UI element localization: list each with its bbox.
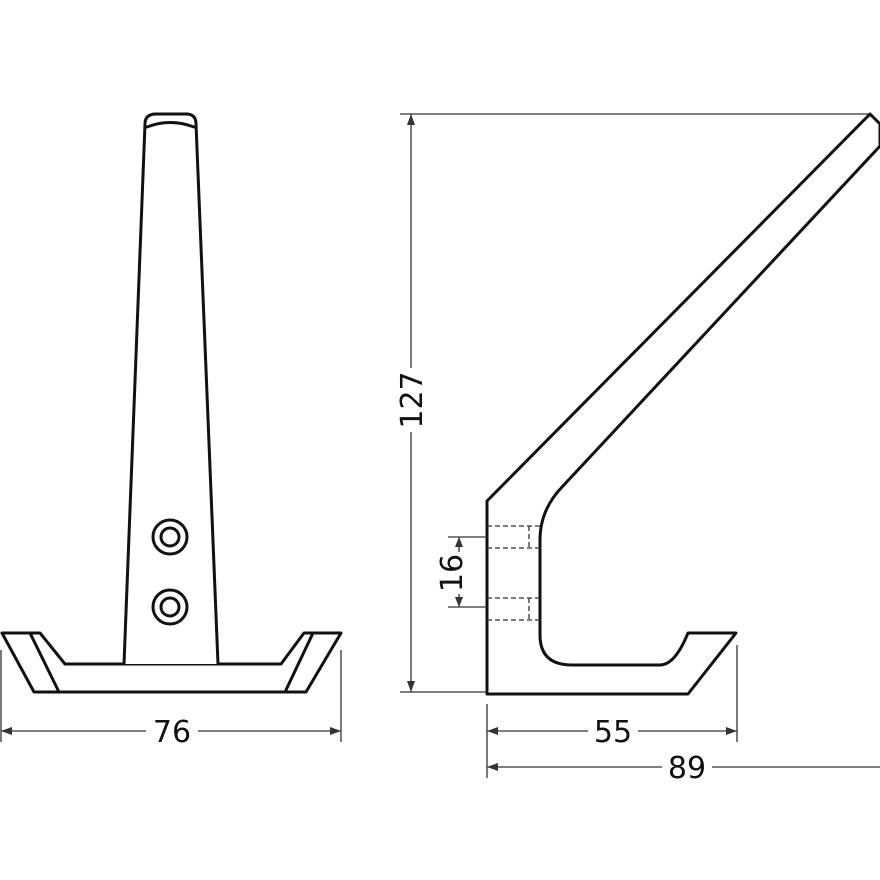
dimension-hole-spacing: 16 <box>435 536 487 608</box>
side-view-hook-profile <box>485 112 880 696</box>
front-view-right-prong-inner <box>284 631 315 692</box>
front-width-label: 76 <box>153 715 191 750</box>
hook-depth-label: 55 <box>594 715 632 750</box>
front-view-stem <box>122 112 220 666</box>
side-view <box>485 112 880 696</box>
front-view-stem-top-cap <box>145 121 196 129</box>
screw-hole-upper <box>151 518 189 556</box>
dimension-hook-depth: 55 <box>486 645 738 750</box>
front-view-base <box>0 631 343 694</box>
screw-hole-lower <box>151 588 189 626</box>
overall-depth-label: 89 <box>668 751 706 786</box>
front-view-left-prong-inner <box>28 631 60 692</box>
overall-height-label: 127 <box>395 371 430 428</box>
hidden-screw-hole-lower <box>487 597 540 621</box>
dimension-overall-depth: 89 <box>486 742 880 786</box>
front-view <box>0 112 343 694</box>
dimension-overall-height: 127 <box>394 113 868 693</box>
hidden-screw-hole-upper <box>487 525 540 549</box>
hole-spacing-label: 16 <box>435 554 470 592</box>
dimension-front-width: 76 <box>0 650 342 750</box>
